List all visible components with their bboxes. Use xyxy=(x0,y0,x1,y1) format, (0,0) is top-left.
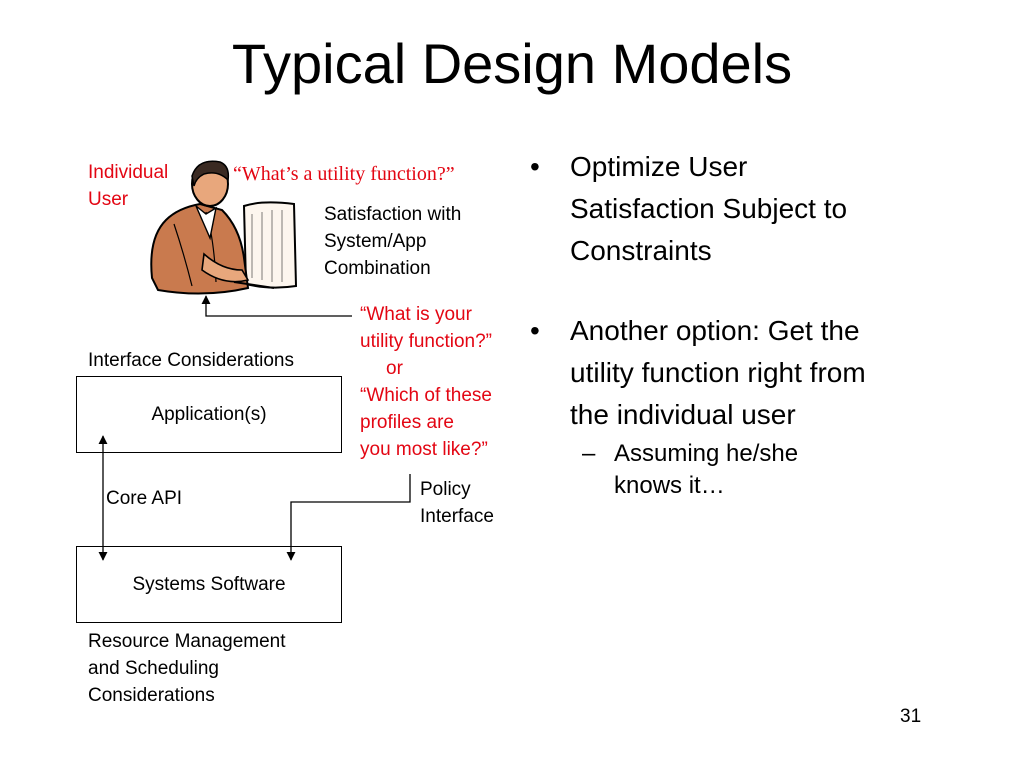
systems-software-box: Systems Software xyxy=(76,546,342,623)
policy-interface-label: Policy Interface xyxy=(420,479,494,527)
satisfaction-label: Satisfaction with System/App Combination xyxy=(324,204,462,279)
application-label: Application(s) xyxy=(151,403,267,425)
bullet-item: • Another option: Get the utility functi… xyxy=(530,315,866,430)
interface-considerations-label: Interface Considerations xyxy=(88,350,294,371)
slide-title: Typical Design Models xyxy=(231,32,793,95)
core-api-label: Core API xyxy=(106,488,183,509)
user-quote: “What’s a utility function?” xyxy=(233,163,455,185)
application-box: Application(s) xyxy=(76,376,342,453)
user-at-computer-icon xyxy=(150,160,298,295)
sub-bullet-item: – Assuming he/she knows it… xyxy=(582,440,799,499)
bullet-item: • Optimize User Satisfaction Subject to … xyxy=(530,151,848,266)
feedback-arrow xyxy=(201,295,352,317)
individual-user-label: Individual User xyxy=(88,162,169,210)
resource-management-label: Resource Management and Scheduling Consi… xyxy=(88,631,286,706)
utility-question: “What is your utility function?” or “Whi… xyxy=(360,304,493,460)
policy-interface-arrow xyxy=(286,474,411,561)
bullet-list: • Optimize User Satisfaction Subject to … xyxy=(530,146,1010,502)
systems-software-label: Systems Software xyxy=(132,573,286,595)
slide-number: 31 xyxy=(900,706,922,727)
